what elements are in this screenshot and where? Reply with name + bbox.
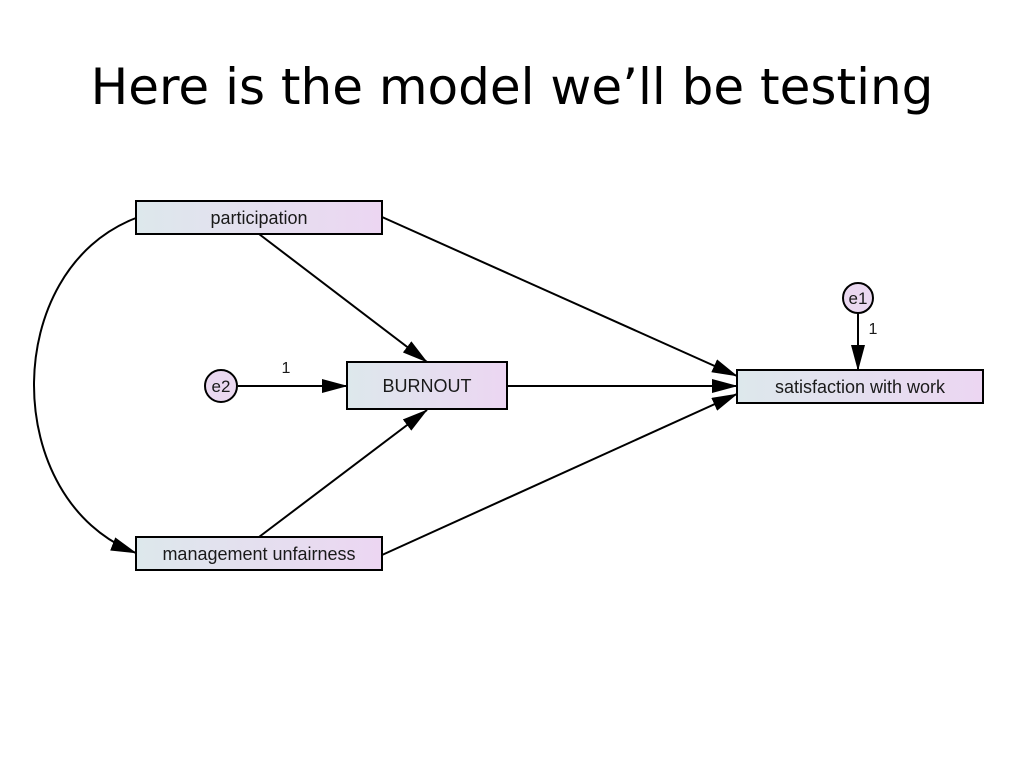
error-e1: e1 [842,282,874,314]
path-management-burnout [258,409,428,538]
weight-e2-burnout: 1 [282,360,291,377]
weight-e1-satisfaction: 1 [869,321,878,338]
node-burnout-label: BURNOUT [383,376,472,396]
error-e2-label: e2 [212,377,231,396]
error-e1-label: e1 [849,289,868,308]
node-management-unfairness-label: management unfairness [162,544,355,564]
slide-title: Here is the model we’ll be testing [90,58,934,116]
error-e2: e2 [204,369,238,403]
node-burnout: BURNOUT [346,361,508,410]
covariance-arrow [33,202,162,554]
node-satisfaction: satisfaction with work [736,369,984,404]
node-management-unfairness: management unfairness [135,536,383,571]
node-participation-label: participation [210,208,307,228]
path-participation-burnout [258,233,428,363]
node-participation: participation [135,200,383,235]
node-satisfaction-label: satisfaction with work [775,377,946,397]
path-participation-satisfaction [381,216,738,377]
path-management-satisfaction [381,393,738,556]
